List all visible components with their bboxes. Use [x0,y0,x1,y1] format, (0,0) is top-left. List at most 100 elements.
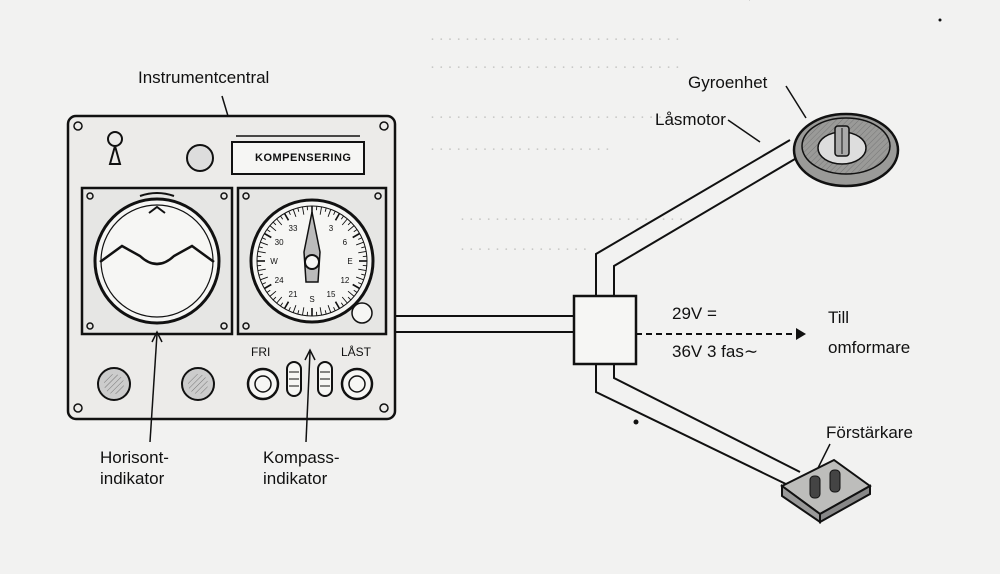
label-instrumentcentral: Instrumentcentral [138,68,270,87]
compass-tick [297,310,300,315]
leader-instrumentcentral [221,95,229,117]
fri-button [246,367,280,401]
compass-tick [333,307,336,312]
compass-tick [319,206,322,215]
compass-tick [341,218,348,226]
compass-tick [358,268,367,271]
compass-tick [288,210,291,215]
compass-tick [263,283,272,290]
compass-tick [261,282,266,285]
compass-tick [280,302,284,307]
label-forstarkare: Förstärkare [826,423,913,442]
compass-tick [347,290,355,297]
bleed-through-text: · · · · · · · · · · · · · · · · · · · · … [430,32,680,48]
label-last: LÅST [341,345,372,359]
amplifier-unit [780,458,872,524]
compass-tick [260,241,268,246]
compass-tick [258,246,263,249]
label-kompensering: KOMPENSERING [255,152,352,164]
compass-tick [340,302,344,307]
bleed-through-text: · · · · · · · · · · · · · · · · · · · · … [460,212,684,228]
compass-tick [327,305,332,313]
bleed-through-text: · · · · · · · · · · · · · · · · · · · · … [430,110,663,126]
compass-tick [356,276,364,281]
label-till: Till [828,308,850,327]
top-knob [186,144,214,172]
indicator-lamp-icon [107,131,123,165]
compass-tick [297,207,300,212]
label-kompass-line1: Kompass- [263,448,340,467]
compass-label: 33 [289,224,298,233]
compass-tick [358,237,363,240]
compass-tick [361,273,366,276]
compass-tick [283,212,290,221]
compass-tick [269,290,277,297]
compass-label: 12 [340,276,349,285]
compass-tick [276,296,283,304]
compass-label: 24 [275,276,284,285]
compass-tick [302,307,305,316]
compass-tick [319,307,322,316]
compass-tick [353,229,358,233]
compass-tick [280,215,284,220]
compass-tick [302,206,305,215]
compass-tick [334,301,341,310]
compass-tick [333,210,336,215]
compass-tick [292,209,297,217]
compass-tick [261,237,266,240]
label-lasmotor: Låsmotor [655,110,726,129]
leader-horisont [149,333,158,443]
compass-tick [269,225,277,232]
compass-tick [260,276,268,281]
compass-tick [347,221,352,226]
compass-adjust-knob [351,302,373,324]
compass-tick [358,251,367,254]
compass-label: S [309,295,314,304]
compass-tick [266,229,271,233]
last-button [340,367,374,401]
gyro-unit [792,112,900,188]
compass-ticks [257,206,367,316]
label-omformare: omformare [828,338,911,357]
label-fri: FRI [251,345,271,359]
compass-tick [266,289,271,293]
bleed-through-text: · · · · · · · · · · · · · · · [460,242,588,258]
compass-label: 6 [343,238,348,247]
label-voltage-ac: 36V 3 fas∼ [672,342,759,361]
compass-tick [283,301,290,310]
compass-tick [347,296,352,301]
compass-tick [288,307,291,312]
label-kompass-line2: indikator [263,469,328,488]
compass-tick [334,212,341,221]
leader-kompass [305,351,311,443]
horizon-indicator-dial [93,197,221,325]
compass-tick [356,241,364,246]
junction-box [572,294,638,366]
compass-label: W [270,257,278,266]
panel-screws [73,121,389,413]
compass-tick [276,218,283,226]
compass-tick [352,283,361,290]
leader-lasmotor [727,119,761,143]
compass-tick [361,246,366,249]
compass-tick [352,232,361,239]
compass-tick [341,296,348,304]
compass-tick [324,207,327,212]
cable-junction-to-amplifier [595,364,801,487]
compass-label: 3 [329,224,334,233]
label-horisont-line2: indikator [100,469,165,488]
label-voltage-dc: 29V = [672,304,717,323]
compass-label: 30 [275,238,284,247]
label-horisont-line1: Horisont- [100,448,169,467]
compass-tick [340,215,344,220]
compass-tick [257,268,266,271]
compass-tick [257,251,266,254]
cable-panel-to-junction [395,315,574,333]
leader-gyroenhet [785,85,807,119]
label-gyroenhet: Gyroenhet [688,73,768,92]
compass-tick [272,221,277,226]
compass-label: 21 [289,290,298,299]
compass-tick [263,232,272,239]
